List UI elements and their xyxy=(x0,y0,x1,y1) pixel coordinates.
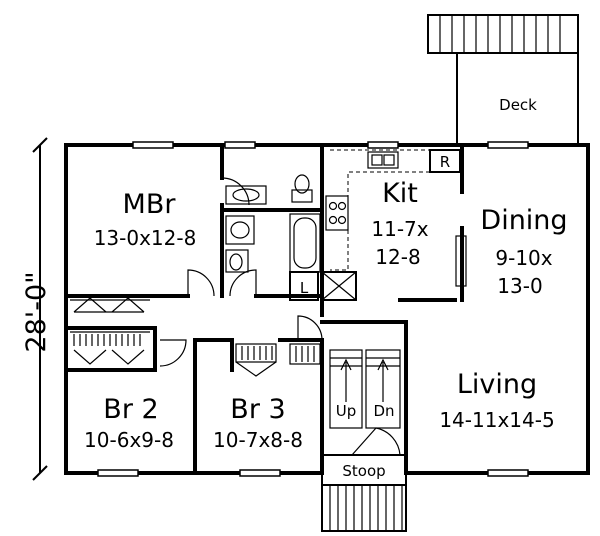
stair-down-label: Dn xyxy=(373,402,394,420)
closet-br2 xyxy=(70,331,150,365)
dimension-line xyxy=(32,137,48,481)
deck xyxy=(427,14,579,143)
entry-door-swing xyxy=(351,427,401,456)
stoop-label: Stoop xyxy=(342,462,385,480)
bath-fixtures xyxy=(225,174,321,273)
br2-name: Br 2 xyxy=(103,394,158,425)
living-size: 14-11x14-5 xyxy=(439,408,554,432)
living-name: Living xyxy=(457,369,537,400)
stairs xyxy=(329,349,401,429)
br2-size: 10-6x9-8 xyxy=(84,428,174,452)
refrigerator-label: R xyxy=(440,153,450,171)
laundry xyxy=(289,271,357,301)
laundry-label: L xyxy=(300,279,309,297)
closet-mbr xyxy=(70,297,150,313)
mbr-name: MBr xyxy=(123,189,177,220)
deck-label: Deck xyxy=(499,96,537,114)
dining-size-1: 9-10x xyxy=(495,246,552,270)
dining-name: Dining xyxy=(480,205,567,236)
closet-br3 xyxy=(235,343,321,377)
dining-size-2: 13-0 xyxy=(497,274,542,298)
kitchen-counter xyxy=(325,149,461,271)
interior-walls xyxy=(64,143,464,475)
stair-up-label: Up xyxy=(336,402,357,420)
br3-size: 10-7x8-8 xyxy=(213,428,303,452)
br3-name: Br 3 xyxy=(230,394,285,425)
kit-name: Kit xyxy=(382,178,418,209)
stoop xyxy=(321,454,407,532)
dining-window xyxy=(455,235,467,287)
kit-size-1: 11-7x xyxy=(371,217,428,241)
mbr-size: 13-0x12-8 xyxy=(94,226,197,250)
dimension-label: 28'-0" xyxy=(21,271,52,352)
kit-size-2: 12-8 xyxy=(375,245,420,269)
windows xyxy=(97,141,529,477)
